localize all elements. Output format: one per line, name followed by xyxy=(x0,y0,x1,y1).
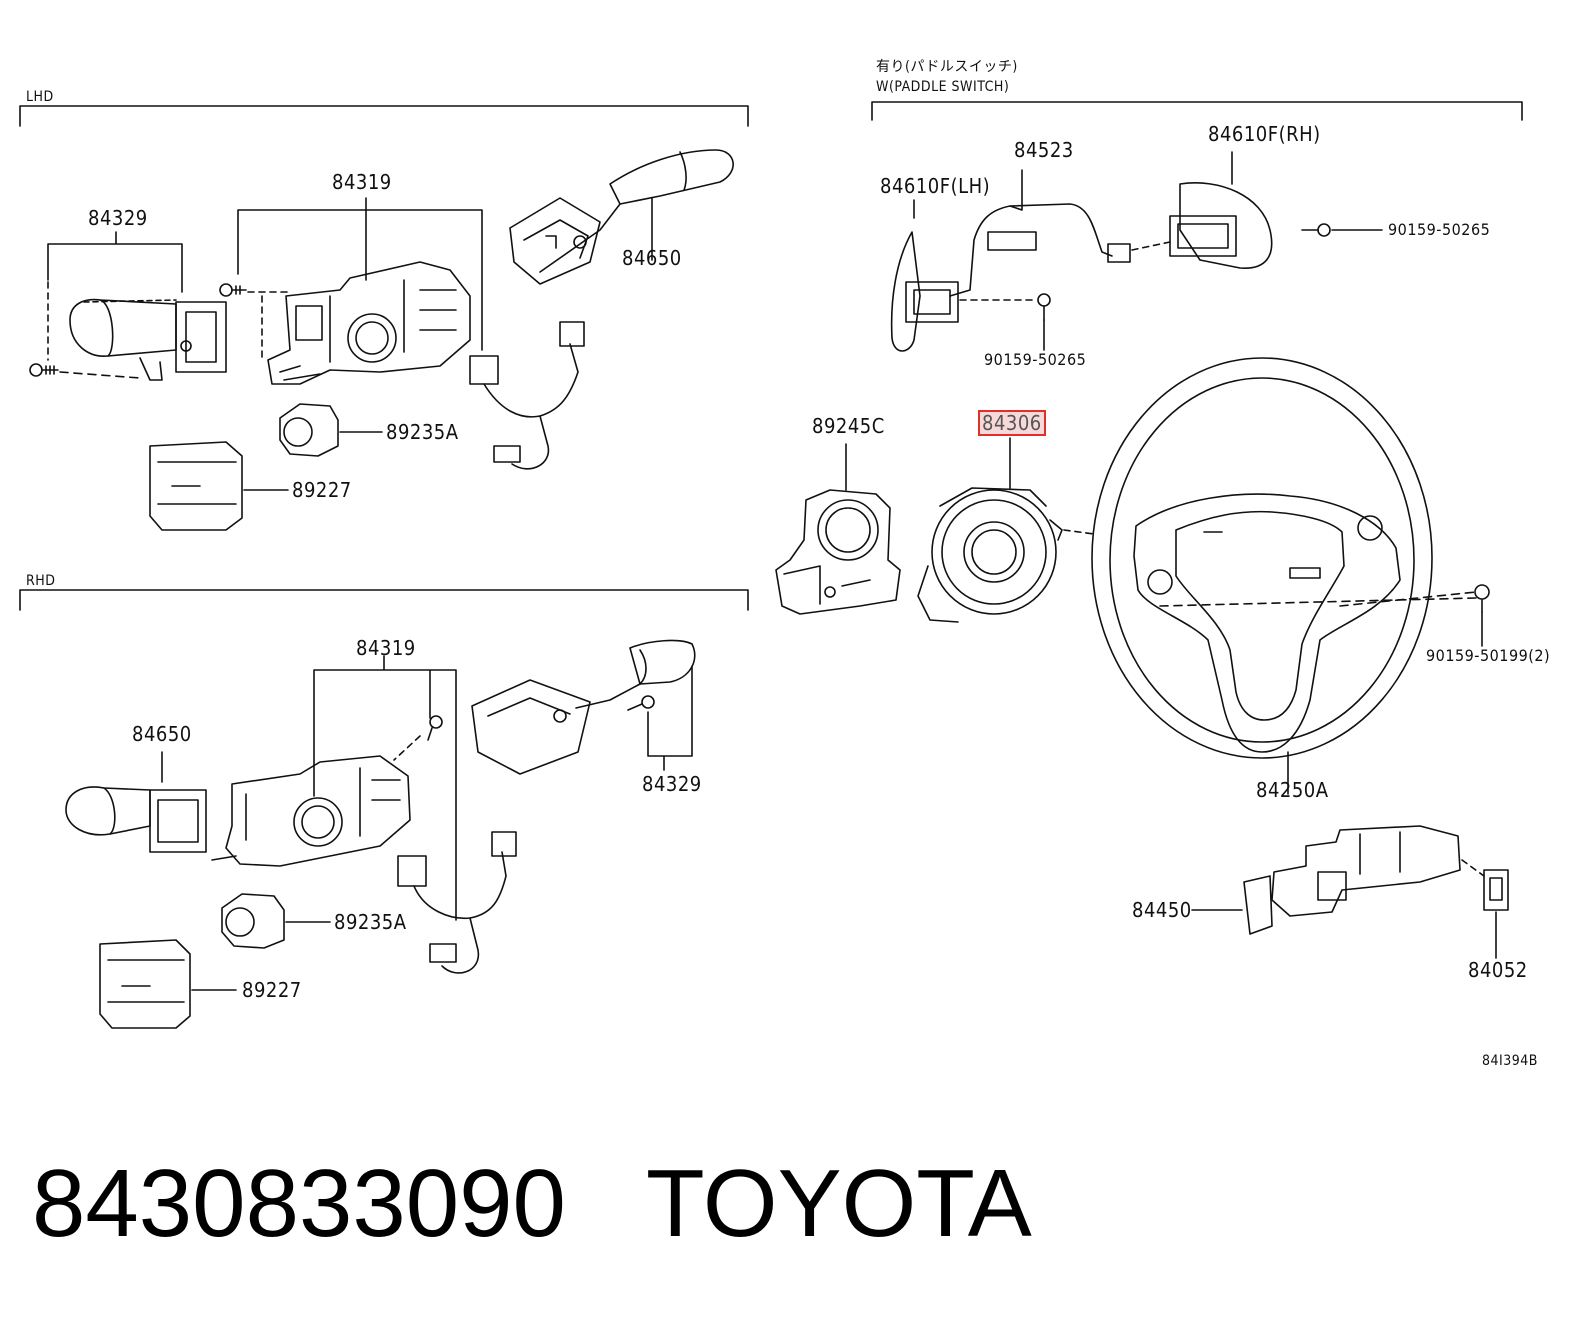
part-label-84610f-lh[interactable]: 84610F(LH) xyxy=(880,174,991,198)
part-label-84523[interactable]: 84523 xyxy=(1014,138,1074,162)
combination-switch-84319-rhd xyxy=(211,755,411,867)
paddle-bracket xyxy=(871,101,1523,121)
assembly-line xyxy=(1063,529,1095,535)
lever-switch-84329-rhd xyxy=(471,639,696,775)
part-label-84450[interactable]: 84450 xyxy=(1132,898,1192,922)
assembly-line xyxy=(1461,859,1485,877)
paddle-switch-84610f-lh xyxy=(890,231,959,352)
part-label-90159-50199[interactable]: 90159-50199(2) xyxy=(1426,646,1551,665)
screw-icon xyxy=(1037,293,1051,321)
part-label-90159-50265-l[interactable]: 90159-50265 xyxy=(984,350,1087,369)
rhd-bracket xyxy=(19,589,749,611)
part-label-89245c[interactable]: 89245C xyxy=(812,414,885,438)
section-label-lhd: LHD xyxy=(26,89,54,105)
module-89227-lhd xyxy=(149,441,243,531)
screw-icon xyxy=(1474,584,1490,613)
wiper-lever-84650-rhd xyxy=(65,786,207,853)
assembly-line xyxy=(1159,597,1477,607)
leader-84329-lhd xyxy=(47,231,183,293)
part-label-84319-rhd[interactable]: 84319 xyxy=(356,636,416,660)
assembly-line xyxy=(1131,241,1171,251)
combination-switch-84319-lhd xyxy=(267,261,471,385)
spiral-cable-84306 xyxy=(917,487,1063,623)
part-label-84610f-rh[interactable]: 84610F(RH) xyxy=(1208,122,1321,146)
wiper-lever-84650-lhd xyxy=(509,149,734,285)
lever-switch-84329-lhd xyxy=(69,298,227,381)
leader-84329-rhd xyxy=(647,665,693,771)
footer-brand: TOYOTA xyxy=(646,1150,1032,1257)
assembly-line xyxy=(393,735,421,761)
lhd-bracket xyxy=(19,105,749,127)
part-label-84052[interactable]: 84052 xyxy=(1468,958,1528,982)
assembly-line xyxy=(1339,591,1477,607)
wire-harness-lhd xyxy=(469,321,585,470)
part-label-84650-rhd[interactable]: 84650 xyxy=(132,722,192,746)
part-label-90159-50265-r[interactable]: 90159-50265 xyxy=(1388,220,1491,239)
part-label-89235a-rhd[interactable]: 89235A xyxy=(334,910,407,934)
part-label-89227-rhd[interactable]: 89227 xyxy=(242,978,302,1002)
connector-84523 xyxy=(987,231,1037,251)
steering-lock-84450 xyxy=(1243,825,1461,935)
steering-sensor-89245c xyxy=(775,489,901,615)
section-label-paddle-en: W(PADDLE SWITCH) xyxy=(876,79,1010,95)
immobilizer-84052 xyxy=(1483,869,1509,911)
part-label-84306-highlighted[interactable]: 84306 xyxy=(978,410,1046,436)
part-label-84250a[interactable]: 84250A xyxy=(1256,778,1329,802)
part-label-89235a-lhd[interactable]: 89235A xyxy=(386,420,459,444)
switch-89235a-lhd xyxy=(279,403,339,457)
steering-wheel-84250a xyxy=(1091,357,1433,759)
switch-89235a-rhd xyxy=(221,893,285,949)
screw-icon xyxy=(1301,223,1331,237)
screw-icon xyxy=(627,695,655,711)
part-label-89227-lhd[interactable]: 89227 xyxy=(292,478,352,502)
screw-icon xyxy=(219,283,247,297)
screw-icon xyxy=(427,715,443,741)
leader-84319-rhd xyxy=(313,655,457,921)
module-89227-rhd xyxy=(99,939,191,1029)
wire-harness-rhd xyxy=(397,831,517,974)
wire-84523 xyxy=(1009,203,1113,257)
connector-84523 xyxy=(1107,243,1131,263)
part-label-84329-lhd[interactable]: 84329 xyxy=(88,206,148,230)
leader-84319-lhd xyxy=(237,197,483,351)
screw-icon xyxy=(29,363,59,377)
paddle-switch-84610f-rh xyxy=(1169,182,1273,269)
footer-part-number: 8430833090 xyxy=(32,1150,566,1257)
part-label-84650-lhd[interactable]: 84650 xyxy=(622,246,682,270)
drawing-code: 84I394B xyxy=(1482,1053,1538,1069)
part-label-84329-rhd[interactable]: 84329 xyxy=(642,772,702,796)
section-label-rhd: RHD xyxy=(26,573,56,589)
assembly-line xyxy=(59,371,141,379)
part-label-84319-lhd[interactable]: 84319 xyxy=(332,170,392,194)
section-label-paddle-jp: 有り(パドルスイッチ) xyxy=(876,59,1018,75)
